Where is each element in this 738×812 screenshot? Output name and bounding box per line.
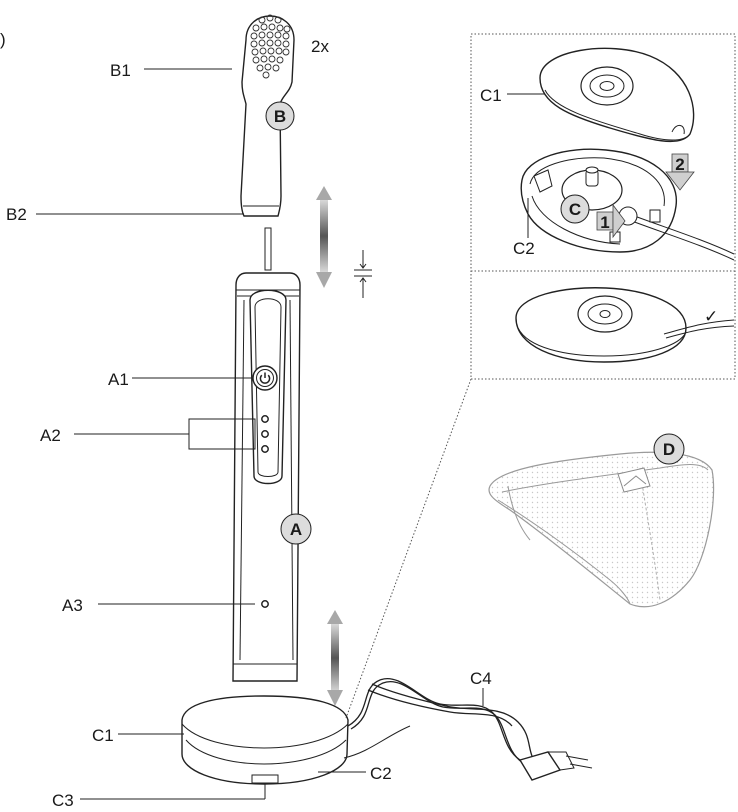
- label-c1-detail: C1: [480, 86, 502, 105]
- label-c2-detail: C2: [513, 239, 535, 258]
- toothbrush-handle: [233, 228, 300, 681]
- label-c4: C4: [470, 669, 492, 688]
- charger-base-open: [521, 149, 734, 260]
- label-b1: B1: [110, 61, 131, 80]
- power-cable: [348, 679, 532, 763]
- svg-text:1: 1: [600, 213, 609, 232]
- label-c1-base: C1: [92, 726, 114, 745]
- label-c3: C3: [52, 791, 74, 810]
- label-b2: B2: [6, 205, 27, 224]
- corner-mark: ): [0, 30, 6, 49]
- plug-icon: [520, 752, 592, 780]
- power-button: [253, 366, 277, 390]
- charge-indicator-led: [262, 601, 268, 607]
- label-a3: A3: [62, 596, 83, 615]
- badge-c: C: [561, 195, 589, 223]
- checkmark-icon: ✓: [704, 307, 718, 326]
- svg-text:B: B: [274, 107, 286, 126]
- charger-cover: [540, 48, 694, 141]
- charger-detail-panel: C1 2 C: [346, 34, 735, 718]
- mode-indicator-leds: [262, 416, 268, 452]
- badge-a: A: [281, 514, 311, 544]
- charger-base-assembled: [516, 288, 734, 362]
- badge-d: D: [654, 434, 684, 464]
- label-c2-base: C2: [370, 764, 392, 783]
- travel-pouch: [489, 452, 714, 606]
- brush-head-quantity: 2x: [311, 37, 329, 56]
- label-a1: A1: [108, 370, 129, 389]
- svg-text:C: C: [569, 200, 581, 219]
- double-arrow-icon: [316, 186, 332, 288]
- double-arrow-icon: [327, 610, 343, 706]
- svg-text:D: D: [663, 440, 675, 459]
- badge-b: B: [266, 102, 294, 130]
- svg-text:2: 2: [675, 155, 684, 174]
- gap-indicator-icon: [354, 250, 372, 298]
- svg-text:A: A: [290, 520, 302, 539]
- label-a2: A2: [40, 426, 61, 445]
